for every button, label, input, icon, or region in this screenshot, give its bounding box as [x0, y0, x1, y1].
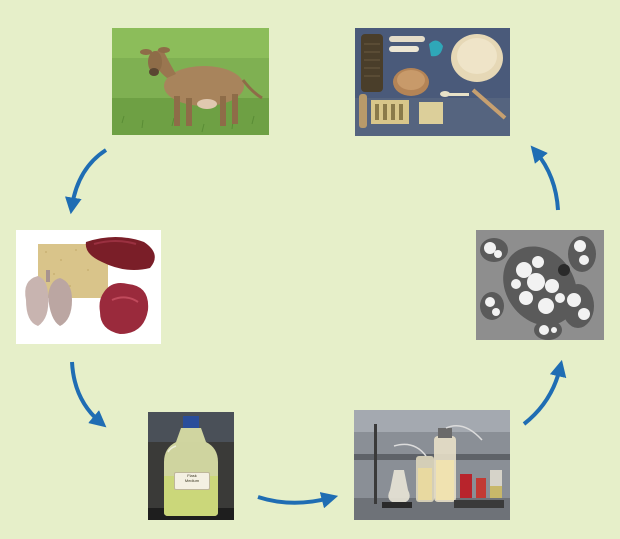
bottle-label-line1: Flask [187, 473, 197, 478]
plastic-items-illustration [355, 28, 510, 136]
arrow-micrograph-to-products [530, 145, 560, 211]
micrograph-illustration [476, 230, 604, 340]
animal-byproducts-photo [16, 230, 161, 344]
arrow-fermenter-to-micrograph [522, 359, 567, 426]
cow-illustration [112, 28, 269, 135]
bottle-label-line2: Medium [184, 478, 200, 483]
bioplastic-products-photo [355, 28, 510, 136]
bioreactor-illustration [354, 410, 510, 520]
arrow-medium-to-fermenter [257, 492, 339, 509]
arrow-cow-to-byproducts [65, 148, 108, 215]
organs-illustration [16, 230, 161, 344]
culture-medium-photo: Flask Medium [148, 412, 234, 520]
fermenter-photo [354, 410, 510, 520]
micrograph-photo [476, 230, 604, 340]
cow-photo [112, 28, 269, 135]
bottle-label: Flask Medium [174, 472, 210, 490]
arrow-byproducts-to-medium [70, 361, 107, 428]
